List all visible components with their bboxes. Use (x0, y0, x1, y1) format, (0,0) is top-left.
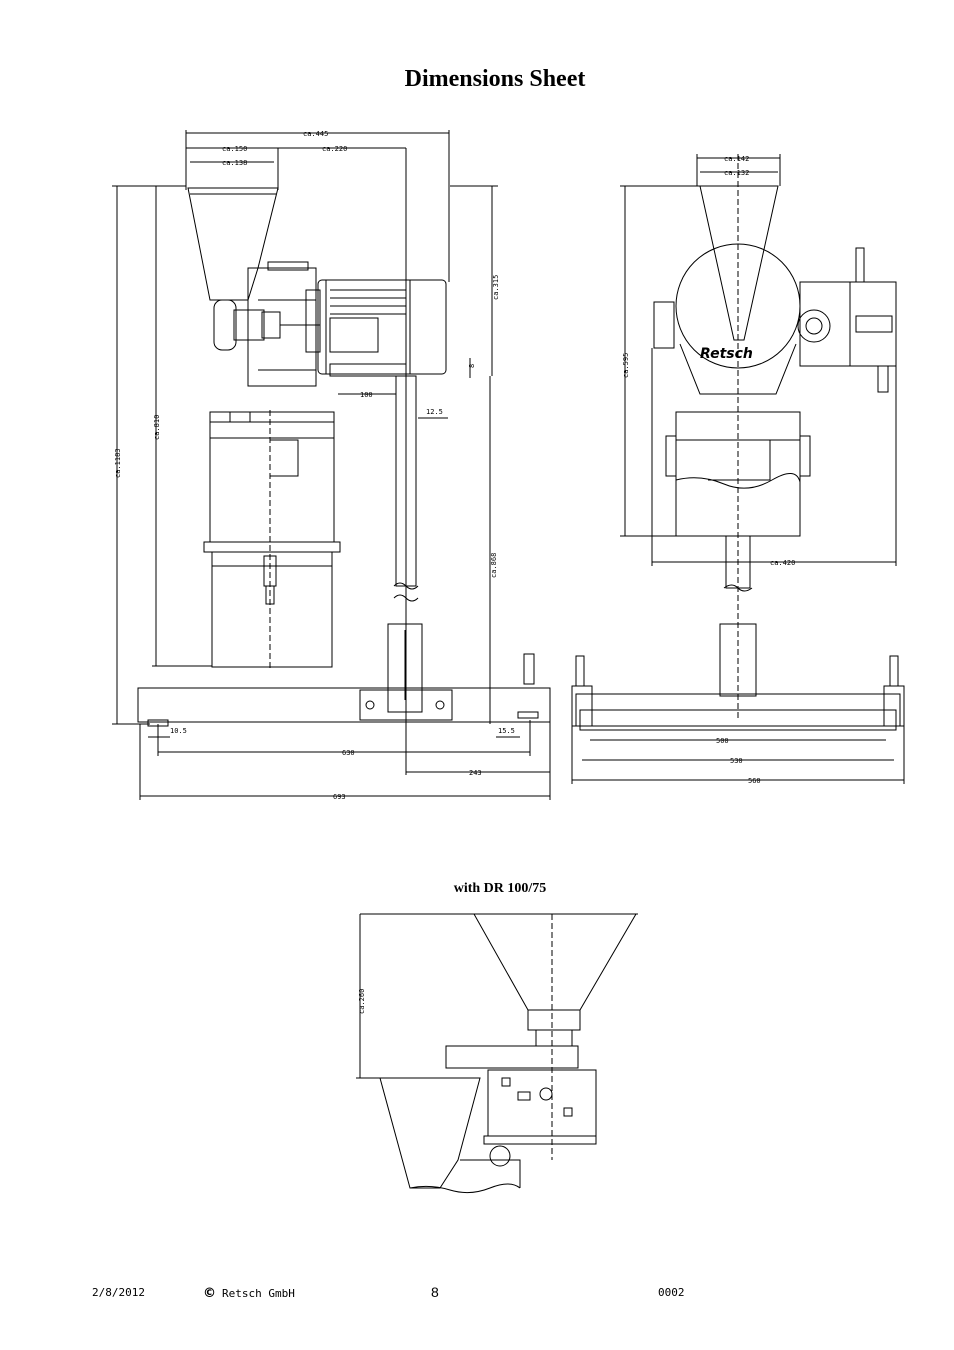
dim-side-595: ca.595 (622, 353, 630, 378)
dim-side-132: ca.132 (724, 169, 749, 177)
dim-8: 8 (468, 364, 476, 368)
brand-logo-text: Retsch (700, 346, 753, 362)
dim-top-width: ca.445 (303, 130, 328, 138)
side-view (571, 154, 905, 784)
dim-side-500: 500 (716, 737, 729, 745)
dim-693: 693 (333, 793, 346, 801)
dr-view (356, 913, 638, 1194)
footer-company: Retsch GmbH (222, 1287, 295, 1300)
dim-side-530: 530 (730, 757, 743, 765)
front-view (112, 130, 551, 800)
dim-15-5: 15.5 (498, 727, 515, 735)
sub-caption: with DR 100/75 (453, 881, 547, 896)
footer-code: 0002 (658, 1286, 685, 1299)
dim-side-420: ca.420 (770, 559, 795, 567)
copyright-icon: © (203, 1286, 216, 1301)
footer-date: 2/8/2012 (92, 1286, 145, 1299)
dim-height-810: ca.810 (153, 415, 161, 440)
dim-12-5: 12.5 (426, 408, 443, 416)
dim-side-560: 560 (748, 777, 761, 785)
dim-total-1183: ca.1183 (114, 448, 122, 478)
dim-100: 100 (360, 391, 373, 399)
dim-630: 630 (342, 749, 355, 757)
dim-right-315: ca.315 (492, 275, 500, 300)
dim-motor-220: ca.220 (322, 145, 347, 153)
dim-side-142: ca.142 (724, 155, 749, 163)
dim-243: 243 (469, 769, 482, 777)
dim-hopper-138: ca.138 (222, 159, 247, 167)
dim-right-868: ca.868 (490, 553, 498, 578)
footer-page-number: 8 (431, 1284, 439, 1300)
dim-10-5: 10.5 (170, 727, 187, 735)
page-title: Dimensions Sheet (404, 66, 586, 92)
dim-dr-260: ca.260 (358, 989, 366, 1014)
footer-copyright: © Retsch GmbH (203, 1286, 295, 1301)
dim-hopper-150: ca.150 (222, 145, 247, 153)
